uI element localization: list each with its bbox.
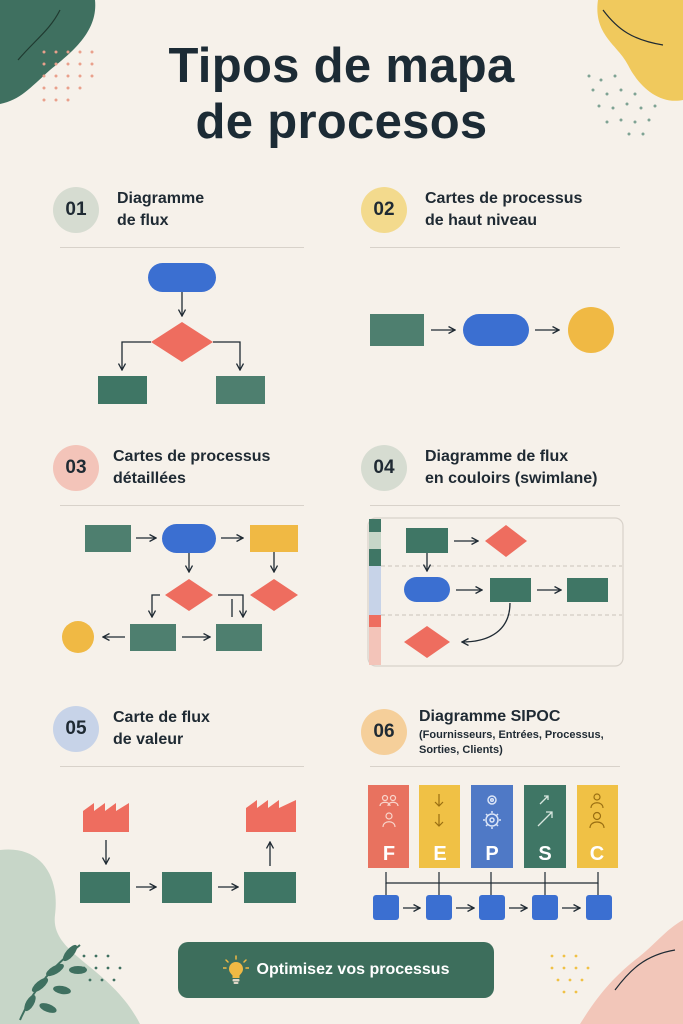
sipoc-c-person-icon — [589, 793, 605, 829]
sipoc-step-1 — [373, 895, 399, 920]
diag01-process-left — [98, 376, 147, 404]
sipoc-step-4 — [532, 895, 558, 920]
diag03-process-1 — [85, 525, 131, 552]
section-03-title: Cartes de processus détaillées — [113, 448, 271, 487]
diag05-process-2 — [162, 872, 212, 903]
sipoc-step-3 — [479, 895, 505, 920]
sipoc-letter-c: C — [590, 843, 604, 865]
sipoc-step-5 — [586, 895, 612, 920]
section-04-header: 04 Diagramme de flux en couloirs (swimla… — [361, 445, 597, 491]
page-title-line1: Tipos de mapa — [168, 39, 515, 93]
diag03-process-2 — [130, 624, 176, 651]
section-05-title: Carte de flux de valeur — [113, 709, 210, 748]
sipoc-letter-f: F — [383, 843, 395, 865]
diag05-factory-icon-right — [246, 800, 296, 832]
diag05-process-1 — [80, 872, 130, 903]
optimize-processes-label: Optimisez vos processus — [256, 961, 450, 978]
optimize-processes-button[interactable]: Optimisez vos processus — [178, 942, 494, 998]
page-title-line2: de procesos — [195, 95, 488, 149]
sipoc-letter-s: S — [538, 843, 551, 865]
diagram-04-swimlane — [367, 517, 624, 667]
section-04-divider — [370, 505, 620, 506]
diag02-end-circle — [568, 307, 614, 353]
diag03-decision-1 — [165, 579, 213, 611]
diag05-process-3 — [244, 872, 296, 903]
decor-bottom-right-blob — [580, 920, 683, 1024]
diag03-process-3 — [216, 624, 262, 651]
section-01-divider — [60, 247, 304, 248]
section-01-number: 01 — [53, 187, 99, 233]
decor-bottom-left-blob — [0, 849, 140, 1024]
diag02-process — [370, 314, 424, 346]
sipoc-column-f — [368, 785, 409, 868]
decor-top-left-blob — [0, 0, 96, 104]
section-03-divider — [60, 505, 304, 506]
diagram-03-detailed — [62, 524, 298, 653]
section-06-number: 06 — [361, 709, 407, 755]
page-title: Tipos de mapa de procesos — [0, 38, 683, 150]
sipoc-p-gear-icon — [483, 795, 501, 829]
diag04-lane1-decision — [485, 525, 527, 557]
decor-bottom-left-dots — [82, 954, 122, 982]
diag04-lane2-terminal — [404, 577, 450, 602]
sipoc-f-people-icon — [379, 794, 399, 828]
diag04-lane1-process — [406, 528, 448, 553]
diag01-decision-diamond — [151, 322, 213, 362]
section-05-header: 05 Carte de flux de valeur — [53, 706, 210, 752]
sipoc-column-c — [577, 785, 618, 868]
section-01-header: 01 Diagramme de flux — [53, 187, 204, 233]
section-03-number: 03 — [53, 445, 99, 491]
diag05-factory-icon-left — [83, 803, 129, 832]
section-05-number: 05 — [53, 706, 99, 752]
section-02-number: 02 — [361, 187, 407, 233]
section-04-number: 04 — [361, 445, 407, 491]
decor-top-left-dots — [42, 50, 94, 102]
sipoc-letter-p: P — [485, 843, 498, 865]
section-01-title: Diagramme de flux — [117, 190, 205, 229]
diag03-terminal — [162, 524, 216, 553]
diag01-start-terminal — [148, 263, 216, 292]
diagram-06-sipoc — [368, 785, 618, 920]
section-02-title: Cartes de processus de haut niveau — [425, 190, 583, 229]
lightbulb-icon — [222, 955, 249, 984]
section-06-subtitle-2: Sorties, Clients) — [419, 744, 503, 756]
diagram-01-flowchart — [98, 263, 265, 404]
section-04-title: Diagramme de flux en couloirs (swimlane) — [425, 448, 598, 487]
section-05-divider — [60, 766, 304, 767]
decor-top-right-dots — [587, 74, 657, 136]
sipoc-letter-e: E — [433, 843, 446, 865]
diag03-process-yellow — [250, 525, 298, 552]
decor-top-right-blob — [597, 0, 683, 101]
diag04-lane3-decision — [404, 626, 450, 658]
diagram-05-value-stream — [80, 800, 296, 903]
sipoc-e-arrow-down-icon — [434, 794, 444, 827]
section-06-header: 06 Diagramme SIPOC (Fournisseurs, Entrée… — [361, 706, 604, 758]
section-06-divider — [370, 766, 620, 767]
diag01-process-right — [216, 376, 265, 404]
section-03-header: 03 Cartes de processus détaillées — [53, 445, 270, 491]
section-02-divider — [370, 247, 620, 248]
diag04-lane2-process-2 — [567, 578, 608, 602]
sipoc-s-arrow-out-icon — [537, 795, 553, 827]
sipoc-step-2 — [426, 895, 452, 920]
diag03-end-circle — [62, 621, 94, 653]
section-02-header: 02 Cartes de processus de haut niveau — [361, 187, 582, 233]
diagram-02-high-level — [370, 307, 614, 353]
diag02-terminal — [463, 314, 529, 346]
diag04-lane2-process-1 — [490, 578, 531, 602]
diag03-decision-2 — [250, 579, 298, 611]
section-06-title: Diagramme SIPOC (Fournisseurs, Entrées, … — [419, 708, 604, 756]
decor-bottom-right-dots — [550, 954, 590, 994]
section-06-subtitle-1: (Fournisseurs, Entrées, Processus, — [419, 729, 604, 741]
